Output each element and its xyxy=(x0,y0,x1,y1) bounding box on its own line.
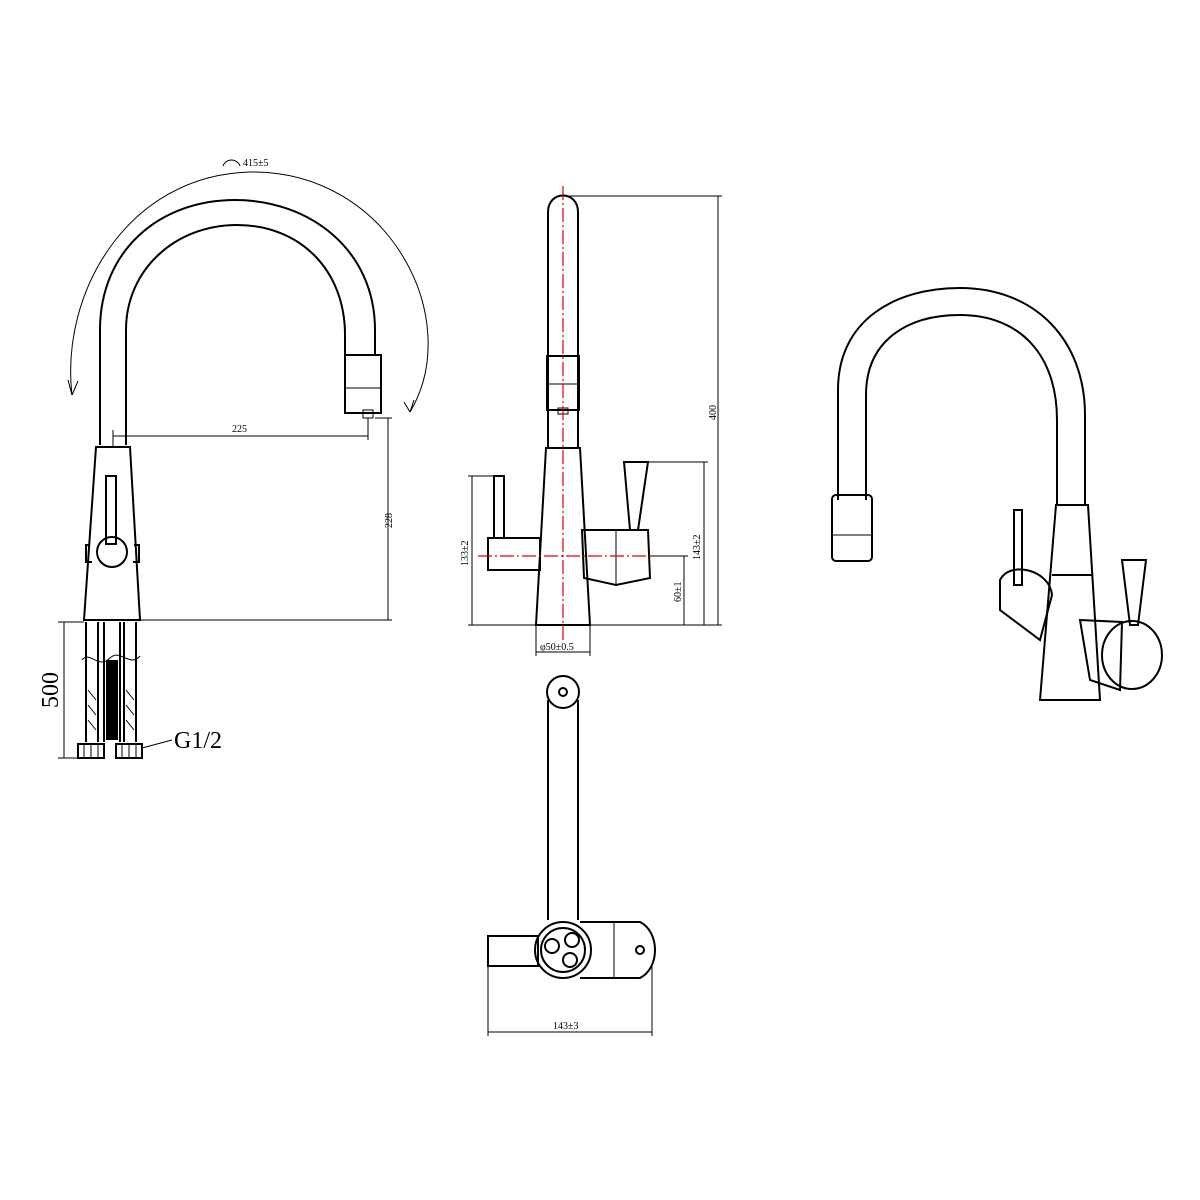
side-view: 400 143±2 60±1 133±2 φ50±0.5 xyxy=(460,186,722,656)
top-width-label: 143±3 xyxy=(553,1021,579,1032)
outlet-height-label: 60±1 xyxy=(673,582,684,603)
reach-label: 225 xyxy=(232,424,247,435)
hose-middle-fill xyxy=(106,660,118,740)
top-lever-pin xyxy=(635,945,645,955)
top-body-inner xyxy=(540,927,586,973)
lever-right-height-label: 143±2 xyxy=(692,535,703,561)
top-body-outer xyxy=(534,921,592,979)
persp-left-arm xyxy=(999,568,1054,642)
arc-arrow-right xyxy=(403,399,415,413)
thread-label: G1/2 xyxy=(174,728,222,754)
hose-length-label: 500 xyxy=(38,672,64,708)
top-port-1 xyxy=(544,938,560,954)
persp-body xyxy=(1038,504,1102,701)
knob-right-tab xyxy=(133,544,140,563)
spout-inner xyxy=(125,223,346,445)
base-diameter-label: φ50±0.5 xyxy=(540,642,574,653)
handle-knob xyxy=(96,536,128,568)
faucet-body xyxy=(82,446,142,621)
arc-symbol xyxy=(222,159,241,167)
persp-right-knob xyxy=(1101,620,1163,690)
persp-left-lever xyxy=(1013,509,1023,586)
persp-right-arm xyxy=(1078,618,1124,692)
hose-middle xyxy=(103,622,121,742)
side-left-arm xyxy=(487,537,541,571)
left-lever xyxy=(105,475,117,545)
aerator xyxy=(344,354,382,414)
nut-hatch xyxy=(83,744,137,758)
persp-spout-inner xyxy=(865,313,1058,505)
hose-left xyxy=(85,622,99,742)
lever-left-height-label: 133±2 xyxy=(460,541,471,567)
thread-leader xyxy=(141,739,173,749)
top-spout-arm xyxy=(547,700,579,920)
top-left-lever xyxy=(487,935,539,967)
side-right-lever xyxy=(622,461,650,531)
side-left-lever xyxy=(493,475,505,539)
top-right-lever xyxy=(580,921,656,979)
side-right-arm xyxy=(580,529,652,587)
total-height-label: 400 xyxy=(708,405,719,420)
hoses xyxy=(77,622,143,759)
height-label: 228 xyxy=(384,513,395,528)
top-spout-hole xyxy=(558,687,568,697)
top-view: 143±3 xyxy=(487,675,656,1036)
hose-right xyxy=(123,622,137,742)
persp-right-lever xyxy=(1120,559,1148,626)
top-port-3 xyxy=(562,952,578,968)
arc-radius-label: 415±5 xyxy=(243,158,269,169)
persp-aerator xyxy=(831,494,873,562)
hose-braid xyxy=(87,689,135,731)
arc-arrow-left xyxy=(67,379,79,396)
front-view: 415±5 225 228 xyxy=(38,158,429,759)
top-spout-tip xyxy=(546,675,580,709)
hose-break xyxy=(81,654,141,663)
persp-spout-outer xyxy=(837,286,1086,505)
perspective-view xyxy=(831,286,1163,701)
top-port-2 xyxy=(564,932,580,948)
swivel-arc xyxy=(70,171,429,413)
spout-outer xyxy=(99,198,376,445)
knob-left-tab xyxy=(85,544,92,563)
